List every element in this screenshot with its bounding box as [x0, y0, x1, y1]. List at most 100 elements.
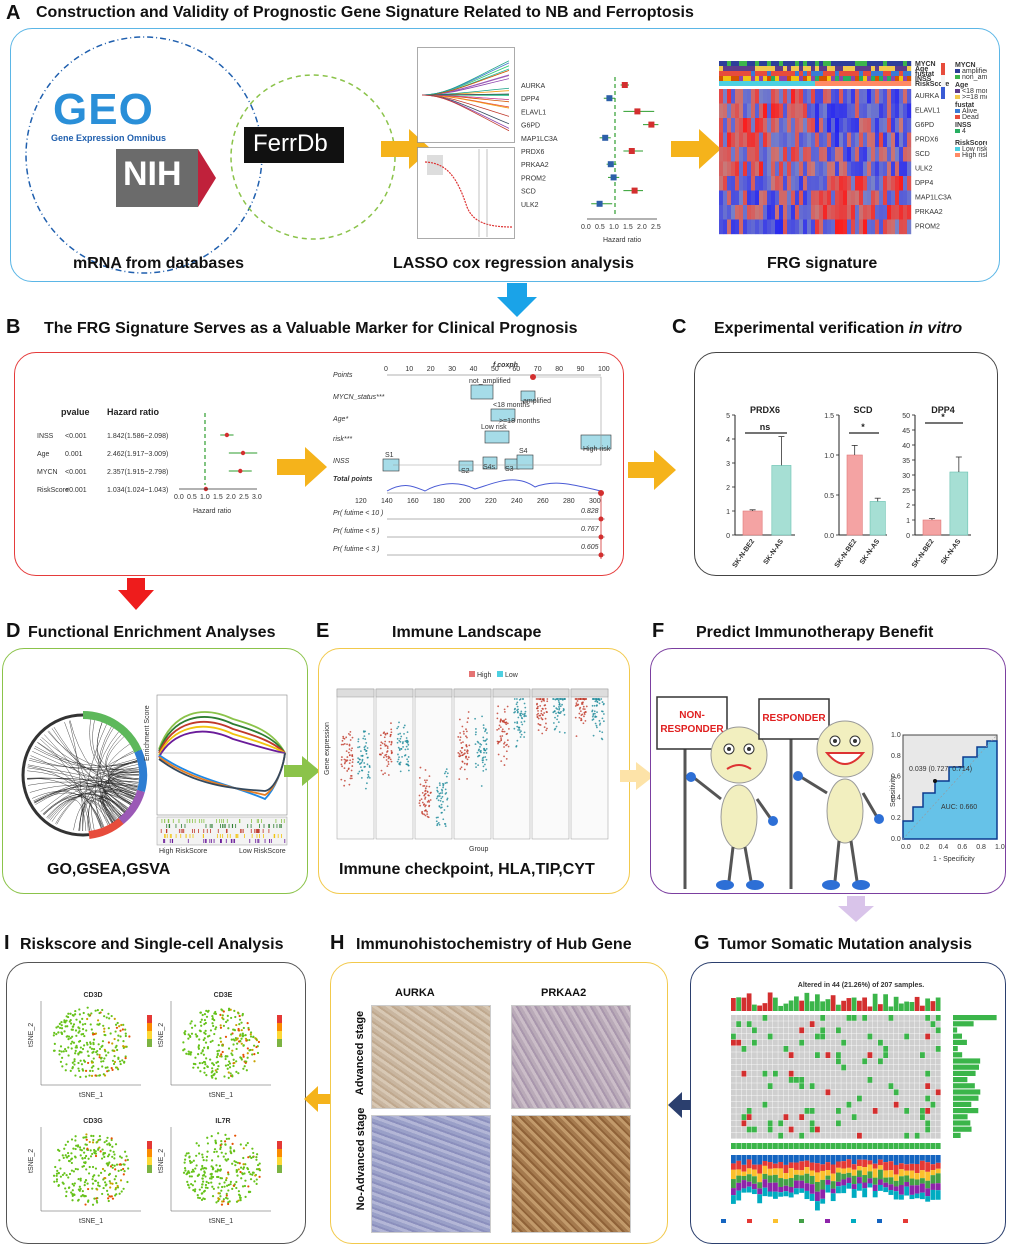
oncoplot-titv-bar: [899, 1194, 904, 1200]
heatmap-cell: [743, 161, 748, 177]
oncoplot-cell: [851, 1033, 857, 1040]
tsne-point: [242, 1166, 246, 1169]
tsne-point: [196, 1194, 199, 1197]
immune-point: [556, 715, 559, 717]
heatmap-cell: [895, 147, 900, 162]
immune-point: [424, 781, 427, 784]
immune-point: [422, 804, 425, 806]
oncoplot-cell: [867, 1108, 873, 1114]
immune-point: [428, 805, 430, 808]
oncoplot-cell: [788, 1064, 794, 1071]
oncoplot-cell: [736, 1089, 742, 1096]
tsne-point: [79, 1059, 82, 1062]
tsne-point: [209, 1029, 213, 1032]
roc-y-tick: 0.2: [891, 815, 901, 822]
heatmap-track-cell: [859, 71, 864, 76]
heatmap-track-cell: [723, 61, 728, 66]
heatmap-track-cell: [883, 66, 888, 71]
immune-point: [384, 733, 387, 736]
heatmap-cell: [731, 176, 736, 191]
heatmap-cell: [811, 161, 816, 177]
tsne-point: [63, 1030, 66, 1033]
heatmap-cell: [863, 176, 868, 191]
heatmap-track-label: Age: [915, 66, 928, 73]
oncoplot-cell: [746, 1095, 752, 1102]
immune-point: [405, 745, 408, 748]
tsne-point: [114, 1175, 118, 1178]
oncoplot-cell: [752, 1052, 757, 1058]
oncoplot-legend-swatch: [877, 1219, 882, 1223]
heatmap-cell: [907, 132, 912, 148]
immune-point: [500, 760, 503, 763]
heatmap-track-cell: [787, 76, 792, 81]
heatmap-track-cell: [887, 81, 892, 86]
nomogram-total-tick: 220: [485, 498, 497, 505]
oncoplot-cell: [736, 1120, 742, 1127]
tsne-point: [227, 1060, 231, 1063]
oncoplot-cell: [767, 1083, 773, 1089]
immune-point: [402, 746, 404, 748]
tsne-point: [122, 1173, 125, 1176]
tsne-point: [253, 1060, 256, 1063]
geo-subtitle: Gene Expression Omnibus: [51, 133, 167, 143]
oncoplot-cell: [788, 1077, 794, 1083]
oncoplot-cell: [909, 1120, 915, 1127]
oncoplot-annotation: [778, 1143, 784, 1149]
tsne-point: [78, 1189, 81, 1192]
immune-point: [424, 769, 427, 771]
oncoplot-cell: [830, 1108, 836, 1114]
immune-point: [397, 725, 400, 728]
heatmap-cell: [799, 147, 804, 162]
oncoplot-cell: [794, 1120, 799, 1127]
heatmap-track-cell: [815, 61, 820, 66]
oncoplot-cell: [925, 1058, 931, 1065]
tsne-point: [89, 1023, 92, 1026]
immune-point: [562, 698, 565, 700]
immune-point: [407, 743, 410, 746]
oncoplot-cell: [862, 1120, 868, 1127]
nomogram-row-label: Pr( futime < 5 ): [333, 528, 379, 535]
immune-point: [367, 773, 370, 776]
heatmap-cell: [803, 190, 808, 206]
immune-point: [386, 747, 389, 749]
oncoplot-titv-bar: [757, 1164, 763, 1174]
oncoplot-cell: [794, 1114, 799, 1120]
heatmap-cell: [779, 89, 784, 104]
oncoplot-cell: [925, 1015, 931, 1021]
immune-facet-strip: [336, 688, 375, 698]
heatmap-track-cell: [811, 76, 816, 81]
heatmap-legend-label: Age: [955, 82, 968, 89]
oncoplot-cell: [767, 1089, 773, 1096]
oncoplot-cell: [846, 1089, 852, 1096]
heatmap-cell: [759, 176, 764, 191]
immune-point: [419, 783, 422, 786]
heatmap-cell: [823, 219, 828, 235]
oncoplot-annotation: [783, 1143, 789, 1149]
immune-point: [437, 821, 440, 824]
oncoplot-titv-bar: [741, 1180, 747, 1189]
oncoplot-cell: [867, 1021, 873, 1027]
oncoplot-titv-bar: [883, 1177, 889, 1183]
tsne-point: [74, 1156, 77, 1159]
immune-point: [345, 760, 348, 763]
tsne-point: [242, 1163, 245, 1166]
heatmap-cell: [843, 205, 848, 220]
immune-point: [484, 756, 487, 758]
oncoplot-top-bar: [878, 1004, 883, 1011]
oncoplot-cell: [920, 1058, 925, 1065]
oncoplot-titv-bar: [794, 1155, 799, 1163]
oncoplot-titv-bar: [757, 1155, 763, 1165]
oncoplot-cell: [741, 1120, 747, 1127]
oncoplot-cell: [799, 1046, 805, 1052]
nomogram-points-tick: 30: [448, 366, 456, 373]
oncoplot-cell: [888, 1070, 894, 1077]
nomogram-total-tick: 240: [511, 498, 523, 505]
oncoplot-cell: [736, 1046, 742, 1052]
oncoplot-cell: [741, 1052, 747, 1058]
heatmap-track-cell: [743, 81, 748, 86]
oncoplot-titv-bar: [788, 1192, 794, 1198]
oncoplot-cell: [841, 1046, 847, 1052]
oncoplot-titv-bar: [836, 1167, 841, 1173]
tsne-point: [103, 1027, 106, 1030]
tsne-point: [90, 1066, 94, 1069]
